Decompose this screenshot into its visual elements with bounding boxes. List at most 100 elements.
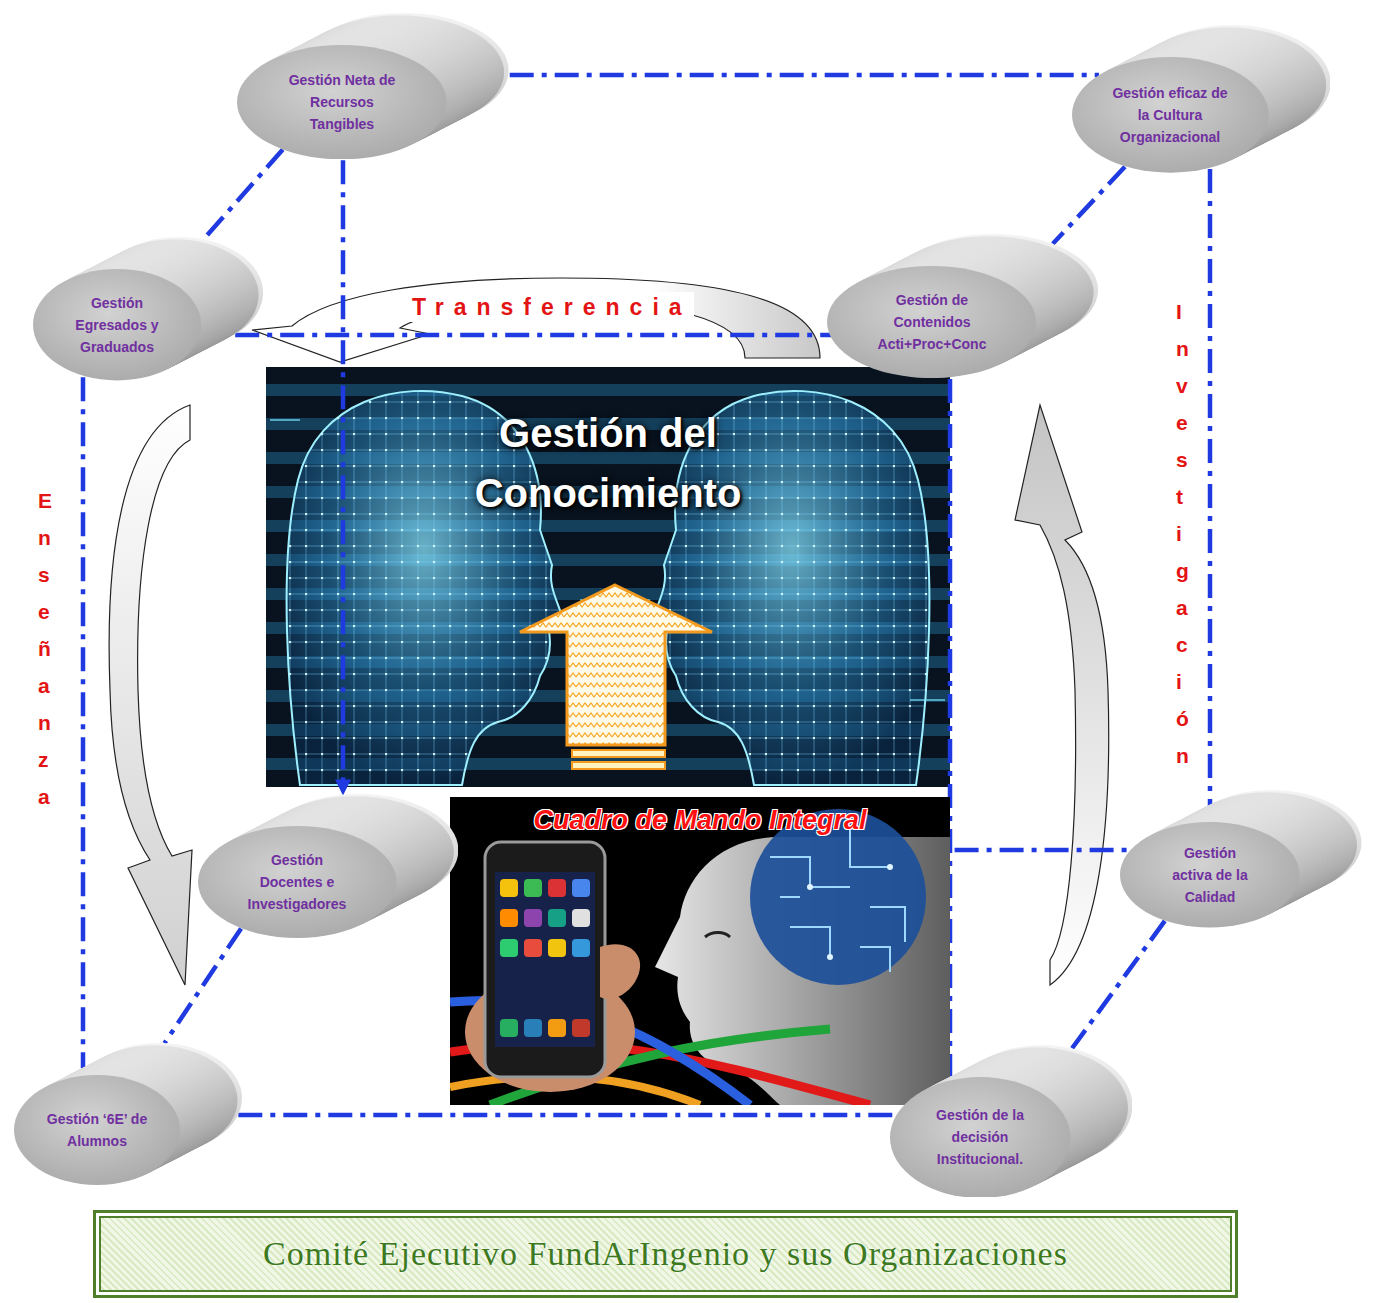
node-text: Gestión Egresados y Graduados [69, 292, 164, 358]
cylinder-front [890, 1076, 1070, 1197]
circuit-brain [750, 809, 926, 985]
circuit-lines [770, 827, 905, 972]
app-icon [572, 879, 590, 897]
app-icon [524, 1019, 542, 1037]
arrow-bar [572, 762, 665, 769]
circuit-dot [827, 954, 833, 960]
text-block: Cuadro de Mando Integral [450, 803, 950, 837]
app-icon [572, 1019, 590, 1037]
connector-line [165, 928, 242, 1043]
node-text: Gestión eficaz de la Cultura Organizacio… [1111, 82, 1229, 148]
cylinder-node: Gestión ‘6E’ de Alumnos [14, 1043, 242, 1185]
connector-line [235, 333, 831, 338]
dash-dot-connector [83, 377, 84, 1068]
arrow-bar [572, 750, 665, 757]
phone [485, 842, 605, 1077]
cylinder-front [1072, 57, 1269, 173]
app-icon [524, 909, 542, 927]
text-block: Gestión de la decisión Institucional. [924, 1104, 1036, 1170]
text-block: Gestión Neta de Recursos Tangibles [279, 69, 404, 135]
cylinder-node: Gestión eficaz de la Cultura Organizacio… [1072, 25, 1331, 173]
closed-eye [705, 933, 730, 938]
node-text: Comité Ejecutivo FundArIngenio y sus Org… [263, 1234, 1068, 1274]
connector-line [341, 160, 346, 783]
picture-ground [266, 367, 950, 787]
process-label: Transferencia [410, 292, 694, 322]
text-block: Gestión de Contenidos Acti+Proc+Conc [871, 289, 993, 355]
cylinder-shape [198, 794, 458, 938]
cylinder-node: Gestión Egresados y Graduados [33, 237, 263, 380]
node-text: Cuadro de Mando Integral [450, 803, 950, 837]
orange-up-arrow [520, 585, 712, 769]
app-icons [500, 879, 590, 1037]
phone-screen [495, 872, 595, 1047]
arrow-head [335, 779, 351, 795]
app-icon [524, 879, 542, 897]
app-icon [548, 909, 566, 927]
app-icon [548, 1019, 566, 1037]
connector-line [203, 150, 283, 240]
connector-line [510, 73, 1099, 78]
connector-line [1208, 169, 1213, 806]
cylinder-front [198, 826, 396, 938]
cylinder-shape [1120, 790, 1362, 928]
cylinder-shape [33, 237, 263, 380]
text-block: Gestión Egresados y Graduados [69, 292, 164, 358]
dash-dot-connector [203, 150, 283, 240]
app-icon [548, 879, 566, 897]
node-text: Gestión del Conocimiento [475, 403, 742, 523]
dash-dot-connector [1072, 921, 1165, 1048]
app-icon [500, 939, 518, 957]
transfer-curved-arrow [252, 278, 820, 362]
dash-dot-connector [235, 335, 831, 336]
dash-dot-connector [1053, 167, 1125, 244]
app-icon [500, 879, 518, 897]
cylinder-node: Gestión Neta de Recursos Tangibles [237, 13, 509, 159]
vertical-axis-label: Investigación [1176, 293, 1202, 774]
connector-line [1053, 167, 1125, 244]
dash-dot-connector [165, 928, 242, 1043]
text-block: Gestión ‘6E’ de Alumnos [45, 1108, 150, 1152]
circuit-dot [807, 884, 813, 890]
thumb [600, 944, 640, 999]
cylinder-front [14, 1075, 180, 1185]
cylinder-front [33, 269, 201, 380]
cylinder-node: Gestión de Contenidos Acti+Proc+Conc [827, 234, 1098, 378]
vertical-axis-label: Enseñanza [38, 482, 64, 815]
connector-line [1072, 921, 1165, 1048]
footer-band: Comité Ejecutivo FundArIngenio y sus Org… [93, 1210, 1238, 1298]
text-block: Comité Ejecutivo FundArIngenio y sus Org… [96, 1213, 1235, 1295]
scorecard-picture [450, 797, 950, 1105]
app-icon [500, 909, 518, 927]
text-block: Gestión eficaz de la Cultura Organizacio… [1111, 82, 1229, 148]
dash-dot-connector [335, 160, 351, 795]
app-icon [572, 909, 590, 927]
node-text: Gestión Docentes e Investigadores [239, 849, 354, 915]
cylinder-node: Gestión Docentes e Investigadores [198, 794, 458, 938]
scorecard-picture-node: Cuadro de Mando Integral [450, 797, 950, 1105]
dash-dot-connector [510, 75, 1099, 76]
node-text: Gestión activa de la Calidad [1162, 842, 1257, 908]
text-block: Gestión activa de la Calidad [1162, 842, 1257, 908]
cylinder-front [1120, 822, 1300, 928]
app-icon [548, 939, 566, 957]
node-text: Gestión de la decisión Institucional. [924, 1104, 1036, 1170]
app-icon [572, 939, 590, 957]
text-block: Gestión del Conocimiento [266, 403, 950, 523]
research-curved-arrow [1015, 405, 1109, 985]
dash-dot-connector [1210, 169, 1211, 806]
cylinder-front [237, 45, 447, 159]
node-text: Gestión Neta de Recursos Tangibles [279, 69, 404, 135]
app-icon [500, 1019, 518, 1037]
picture-ground [450, 797, 950, 1105]
text-block: Gestión Docentes e Investigadores [239, 849, 354, 915]
app-icon [524, 939, 542, 957]
dash-dot-connector [238, 1115, 896, 1116]
knowledge-picture [266, 367, 950, 787]
connector-line [238, 1113, 896, 1118]
teaching-curved-arrow [109, 405, 192, 985]
node-text: Gestión de Contenidos Acti+Proc+Conc [871, 289, 993, 355]
circuit-dot [887, 864, 893, 870]
